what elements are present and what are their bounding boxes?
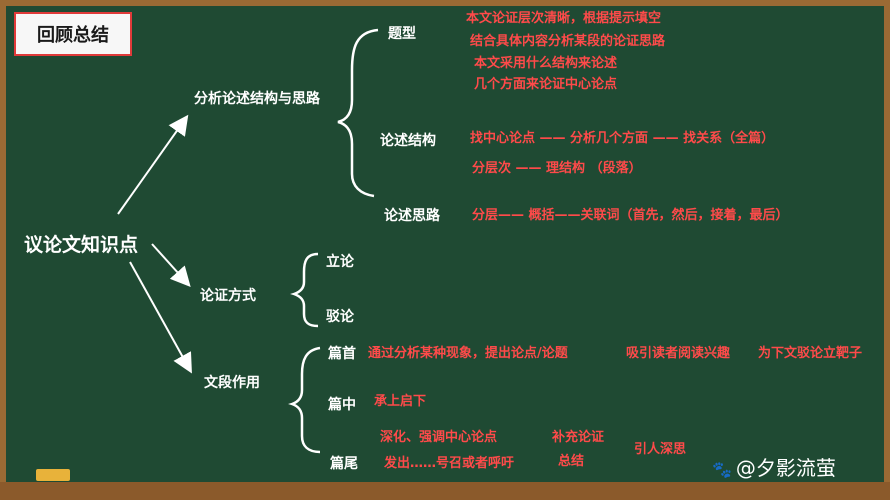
watermark: 🐾@夕影流萤 bbox=[712, 452, 836, 481]
middle-label: 篇中 bbox=[328, 397, 356, 413]
branch-methods-label: 论证方式 bbox=[200, 288, 256, 304]
brace-methods bbox=[290, 252, 319, 328]
end-note-3: 发出……号召或者呼吁 bbox=[384, 456, 515, 471]
argument-structure-note-1: 找中心论点 —— 分析几个方面 —— 找关系（全篇） bbox=[470, 131, 775, 146]
argument-structure-note-2: 分层次 —— 理结构 （段落） bbox=[472, 161, 642, 176]
argument-structure-label: 论述结构 bbox=[380, 133, 436, 149]
end-note-4: 总结 bbox=[558, 454, 585, 469]
root-node: 议论文知识点 bbox=[24, 234, 139, 256]
end-note-5: 引人深思 bbox=[634, 442, 687, 457]
end-label: 篇尾 bbox=[330, 456, 358, 472]
question-type-note-1: 本文论证层次清晰，根据提示填空 bbox=[466, 11, 662, 26]
arrow-to-structure bbox=[117, 114, 189, 215]
beginning-note-3: 为下文驳论立靶子 bbox=[758, 346, 863, 361]
method-establish: 立论 bbox=[326, 254, 354, 270]
chalk-icon bbox=[36, 469, 70, 481]
end-note-2: 补充论证 bbox=[552, 430, 605, 445]
arrow-to-paragraph-role bbox=[129, 261, 192, 374]
paw-icon: 🐾 bbox=[712, 460, 732, 479]
argument-thinking-note-1: 分层—— 概括——关联词（首先，然后，接着，最后） bbox=[472, 208, 789, 223]
question-type-note-3: 本文采用什么结构来论述 bbox=[474, 56, 618, 71]
beginning-note-2: 吸引读者阅读兴趣 bbox=[626, 346, 731, 361]
brace-structure bbox=[337, 28, 379, 198]
watermark-text: @夕影流萤 bbox=[735, 456, 836, 480]
brace-paragraph-role bbox=[288, 346, 321, 454]
branch-paragraph-role-label: 文段作用 bbox=[204, 375, 260, 391]
chalk-tray bbox=[0, 482, 890, 500]
question-type-label: 题型 bbox=[388, 26, 416, 42]
beginning-note-1: 通过分析某种现象，提出论点/论题 bbox=[368, 346, 568, 361]
argument-thinking-label: 论述思路 bbox=[384, 208, 440, 224]
branch-structure-label: 分析论述结构与思路 bbox=[194, 91, 320, 107]
question-type-note-4: 几个方面来论证中心论点 bbox=[474, 77, 618, 92]
page-title: 回顾总结 bbox=[14, 12, 132, 56]
middle-note-1: 承上启下 bbox=[374, 394, 427, 409]
question-type-note-2: 结合具体内容分析某段的论证思路 bbox=[470, 34, 666, 49]
method-refute: 驳论 bbox=[326, 309, 354, 325]
beginning-label: 篇首 bbox=[328, 346, 356, 362]
arrow-to-methods bbox=[151, 243, 191, 287]
end-note-1: 深化、强调中心论点 bbox=[380, 430, 498, 445]
